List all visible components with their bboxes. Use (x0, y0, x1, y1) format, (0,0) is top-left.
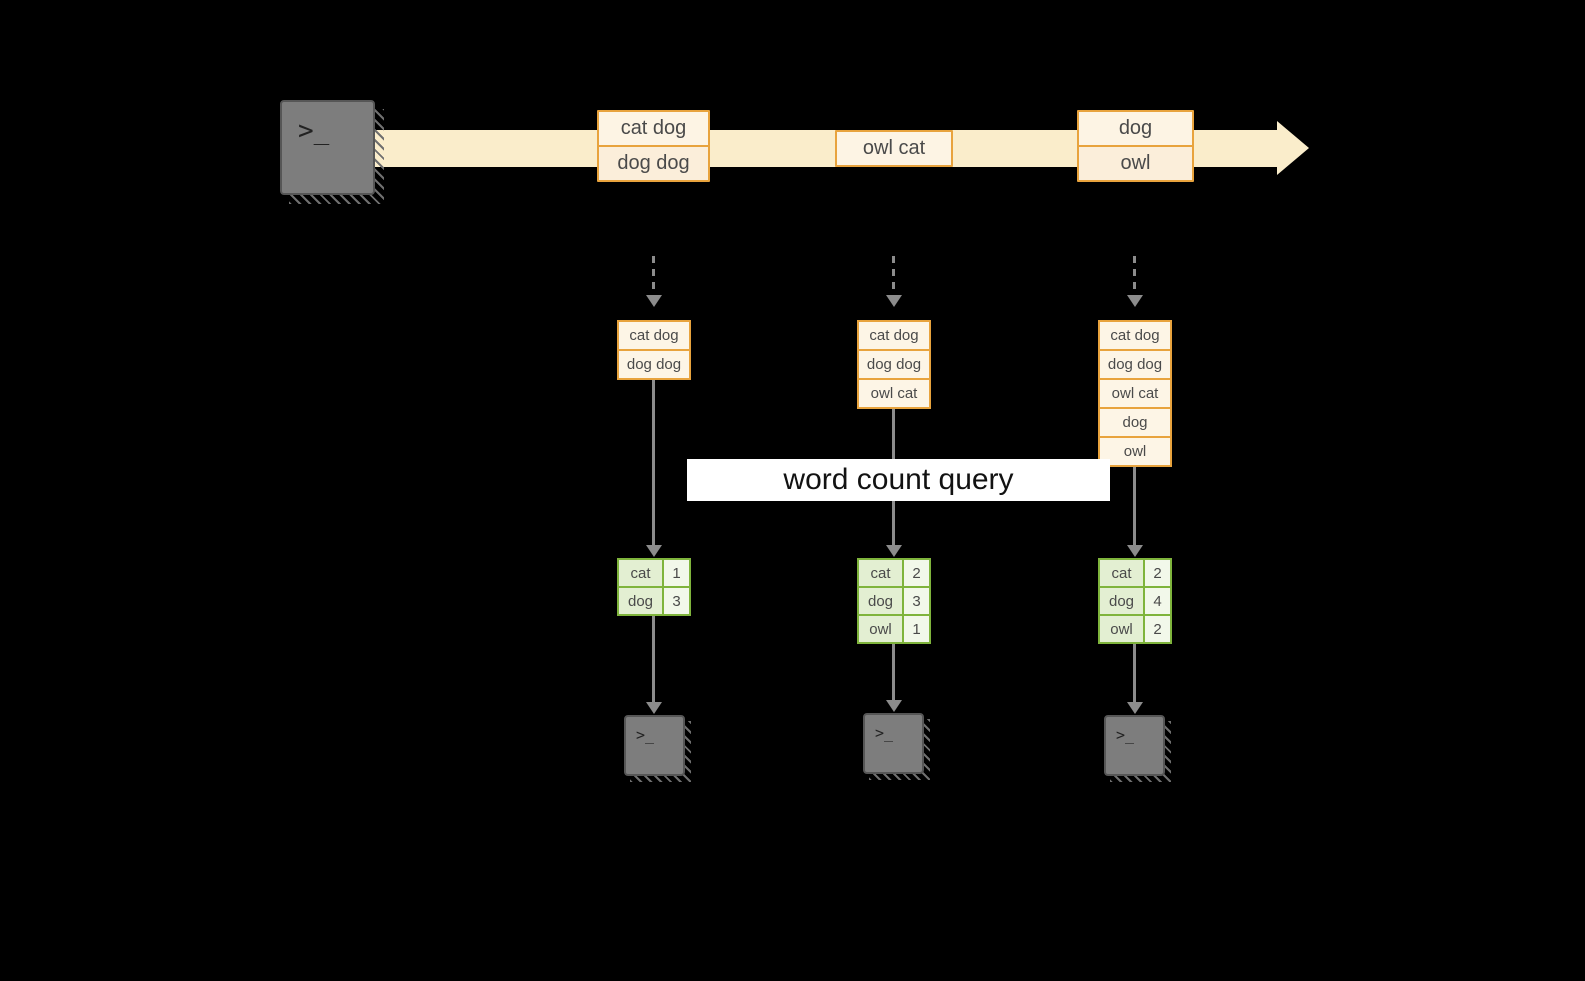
input-row: dog dog (617, 349, 691, 380)
terminal-face: >_ (1104, 715, 1165, 776)
stream-to-table-arrow (892, 256, 895, 296)
terminal-prompt-icon: >_ (298, 116, 330, 146)
query-arrow (1133, 467, 1136, 546)
result-table-3: cat 2 dog 4 owl 2 (1098, 558, 1172, 644)
result-to-sink-arrow (652, 616, 655, 703)
result-count-cell: 2 (1143, 558, 1172, 588)
terminal-face: >_ (863, 713, 924, 774)
input-row: cat dog (857, 320, 931, 351)
input-row: dog (1098, 407, 1172, 438)
stream-record-box: owl cat (835, 130, 953, 167)
result-word-cell: dog (857, 586, 904, 616)
input-row: owl (1098, 436, 1172, 467)
result-count-cell: 1 (662, 558, 691, 588)
terminal-prompt-icon: >_ (1116, 726, 1135, 744)
result-word-cell: dog (617, 586, 664, 616)
result-row: owl 1 (857, 614, 931, 644)
result-word-cell: owl (1098, 614, 1145, 644)
input-row: cat dog (617, 320, 691, 351)
result-count-cell: 1 (902, 614, 931, 644)
result-row: cat 2 (857, 558, 931, 588)
stream-arrowhead-icon (1277, 121, 1309, 175)
stream-batch-2: owl cat (835, 130, 953, 167)
result-word-cell: cat (1098, 558, 1145, 588)
result-row: dog 4 (1098, 586, 1172, 616)
result-word-cell: cat (617, 558, 664, 588)
input-row: owl cat (1098, 378, 1172, 409)
result-to-sink-arrow (892, 644, 895, 701)
result-count-cell: 2 (1143, 614, 1172, 644)
input-row: owl cat (857, 378, 931, 409)
stream-record-box: cat dog (597, 110, 710, 147)
result-row: cat 1 (617, 558, 691, 588)
terminal-prompt-icon: >_ (636, 726, 655, 744)
terminal-face: >_ (280, 100, 375, 195)
result-table-2: cat 2 dog 3 owl 1 (857, 558, 931, 644)
result-to-sink-arrow (1133, 644, 1136, 703)
query-arrow (652, 380, 655, 546)
input-table-snapshot-3: cat dog dog dog owl cat dog owl (1098, 320, 1172, 467)
input-row: dog dog (857, 349, 931, 380)
result-row: owl 2 (1098, 614, 1172, 644)
result-row: cat 2 (1098, 558, 1172, 588)
result-count-cell: 4 (1143, 586, 1172, 616)
stream-batch-1: cat dog dog dog (597, 110, 710, 182)
terminal-face: >_ (624, 715, 685, 776)
input-row: cat dog (1098, 320, 1172, 351)
result-word-cell: owl (857, 614, 904, 644)
query-banner: word count query (687, 459, 1110, 501)
terminal-prompt-icon: >_ (875, 724, 894, 742)
result-word-cell: cat (857, 558, 904, 588)
result-row: dog 3 (857, 586, 931, 616)
result-table-1: cat 1 dog 3 (617, 558, 691, 616)
result-word-cell: dog (1098, 586, 1145, 616)
input-table-snapshot-1: cat dog dog dog (617, 320, 691, 380)
stream-record-box: dog (1077, 110, 1194, 147)
result-count-cell: 2 (902, 558, 931, 588)
stream-to-table-arrow (652, 256, 655, 296)
stream-batch-3: dog owl (1077, 110, 1194, 182)
result-count-cell: 3 (902, 586, 931, 616)
stream-record-box: owl (1077, 145, 1194, 182)
stream-to-table-arrow (1133, 256, 1136, 296)
stream-record-box: dog dog (597, 145, 710, 182)
input-table-snapshot-2: cat dog dog dog owl cat (857, 320, 931, 409)
result-row: dog 3 (617, 586, 691, 616)
input-row: dog dog (1098, 349, 1172, 380)
result-count-cell: 3 (662, 586, 691, 616)
